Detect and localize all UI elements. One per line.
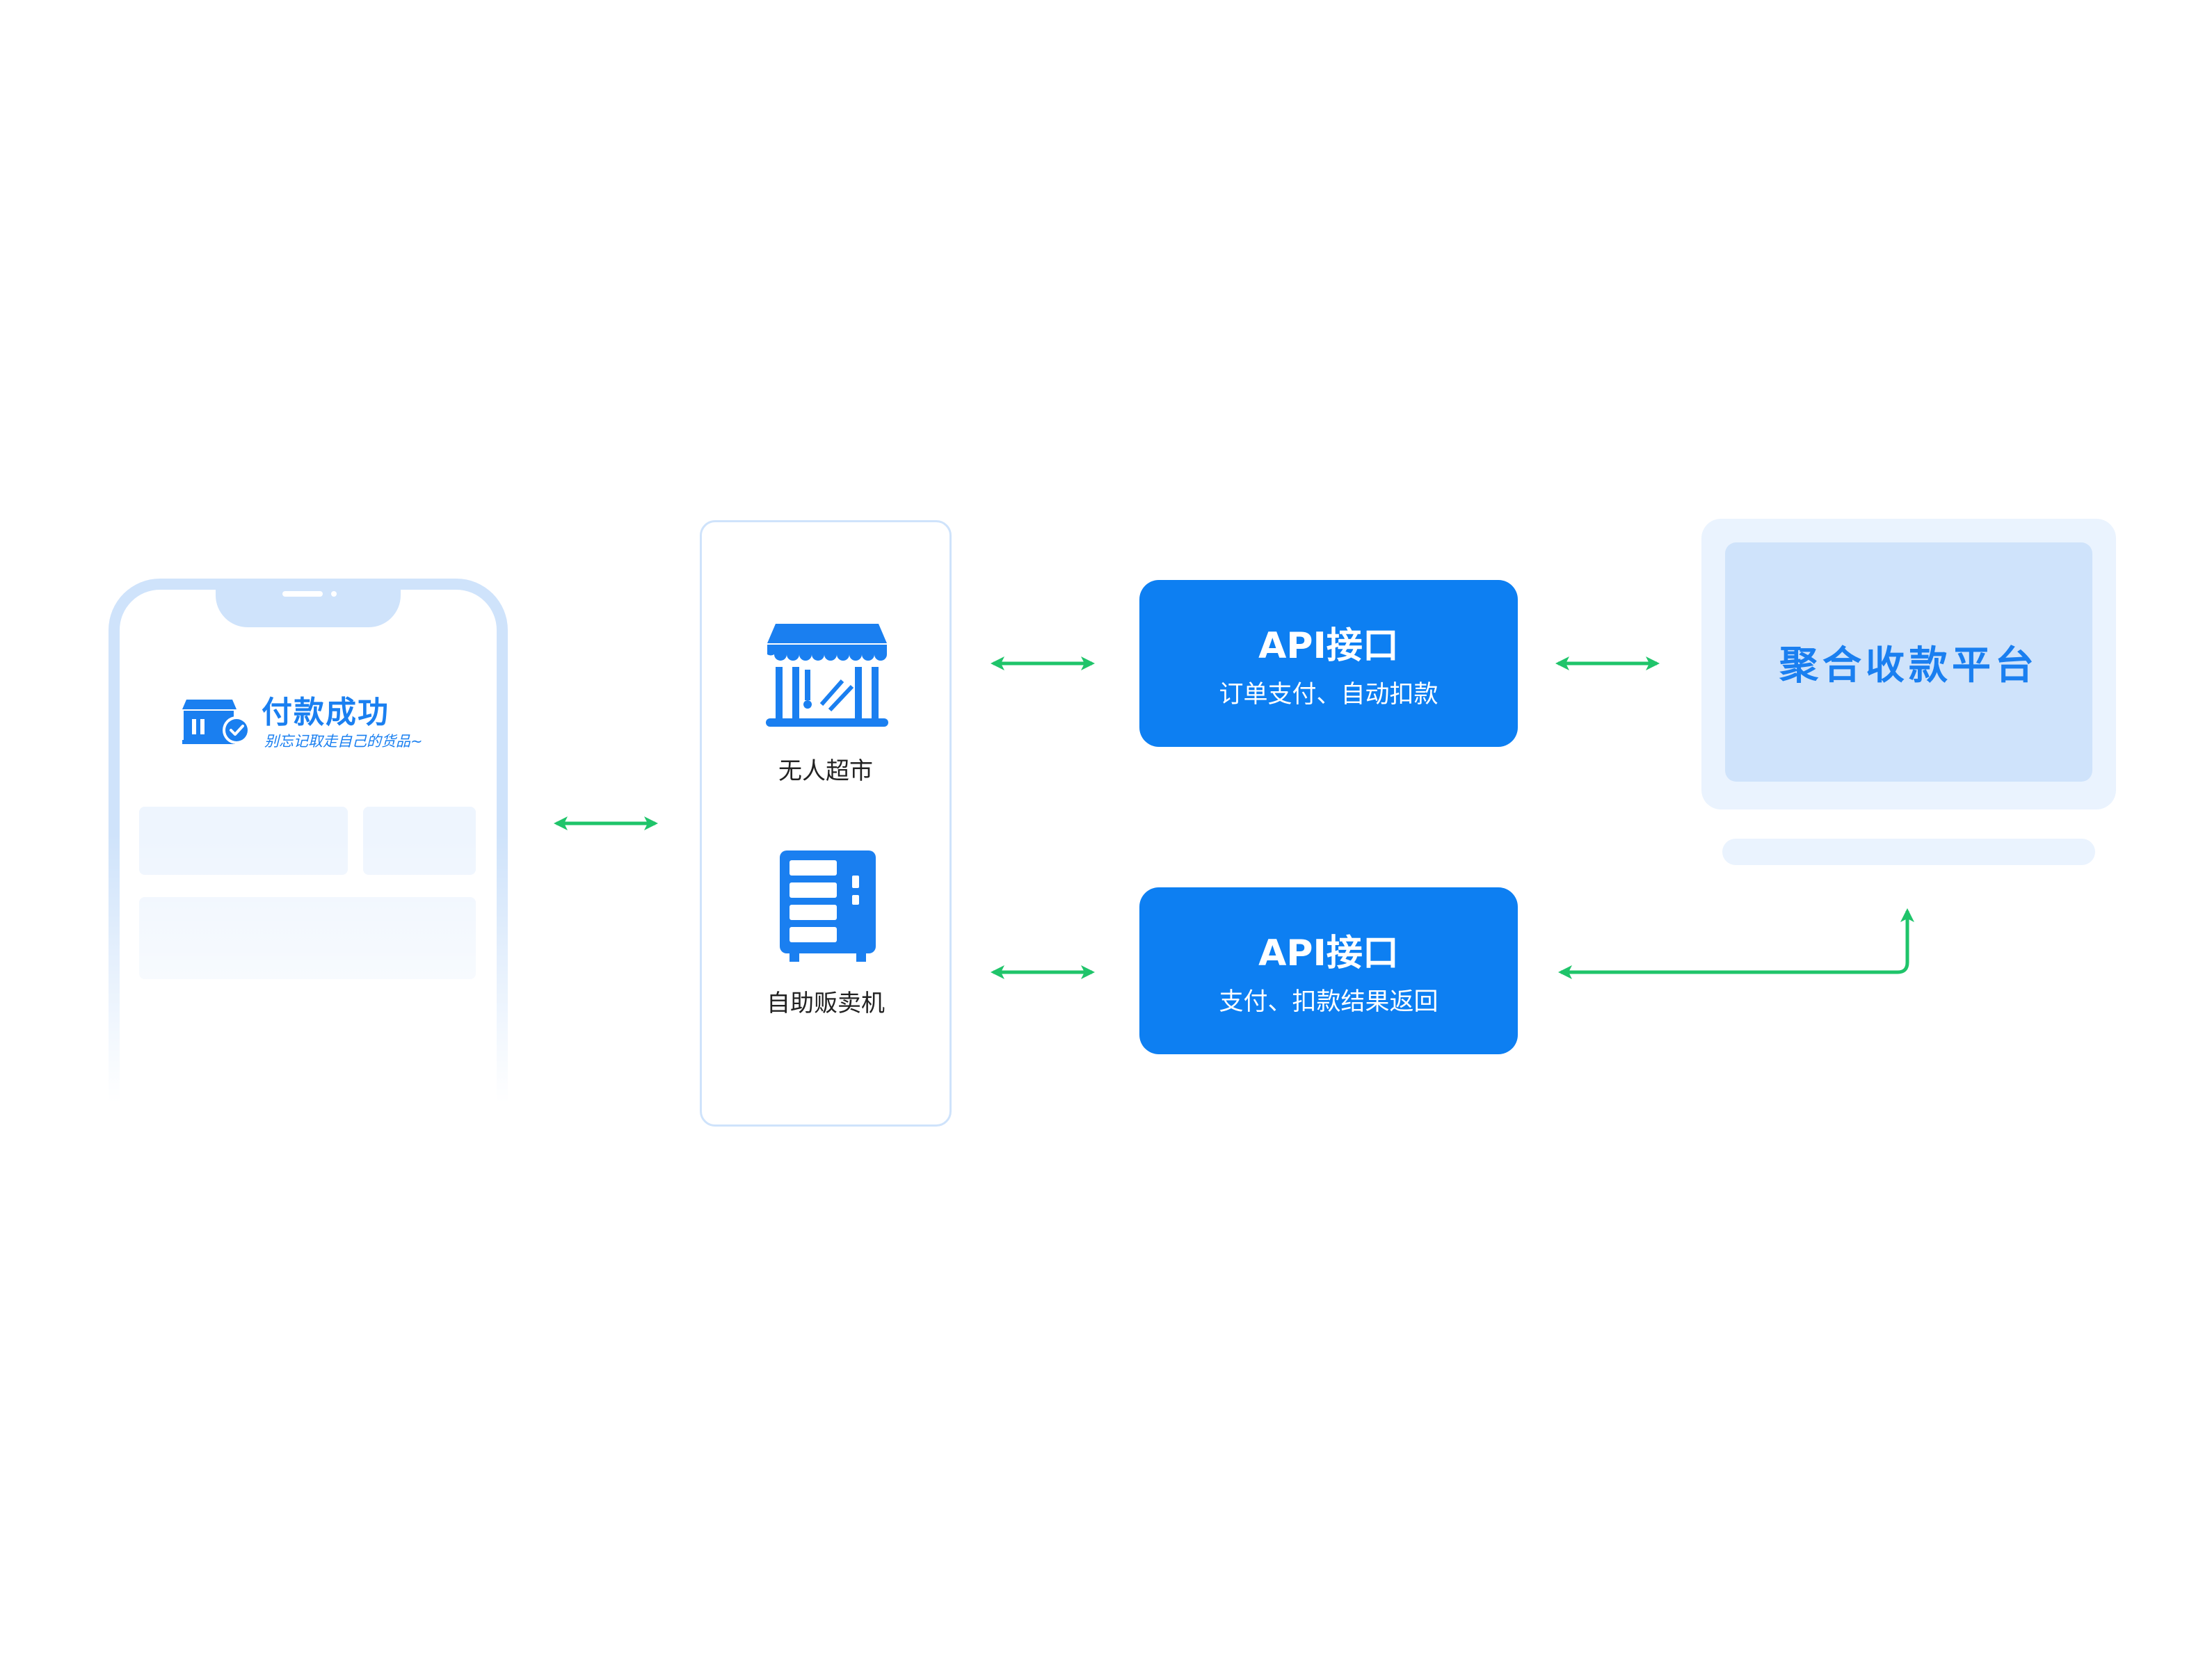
vending-machine-icon: [780, 850, 876, 962]
shop-check-icon: [182, 700, 250, 744]
placeholder-block: [139, 807, 348, 875]
api-box-order-payment: API接口 订单支付、自动扣款: [1139, 580, 1518, 747]
payment-success-title: 付款成功: [262, 695, 390, 730]
phone-camera: [331, 591, 337, 597]
store-icon: [766, 624, 888, 727]
api-title: API接口: [1258, 933, 1399, 974]
monitor-stand: [1722, 839, 2095, 865]
api-description: 订单支付、自动扣款: [1219, 681, 1438, 709]
terminal-card: 无人超市 自助贩卖机: [700, 520, 952, 1127]
aggregated-payment-platform-label: 聚合收款平台: [1779, 643, 2038, 688]
payment-platform-monitor: 聚合收款平台: [1701, 519, 2116, 809]
api-title: API接口: [1258, 625, 1399, 667]
payment-success-subtitle: 别忘记取走自己的货品~: [264, 733, 423, 750]
phone-notch: [216, 579, 401, 627]
phone-speaker: [282, 591, 323, 597]
placeholder-block: [363, 807, 476, 875]
phone-mockup: 付款成功 别忘记取走自己的货品~: [109, 579, 508, 1107]
platform-result-arrow: [1558, 908, 1914, 979]
api-description: 支付、扣款结果返回: [1219, 988, 1438, 1016]
api-box-result-return: API接口 支付、扣款结果返回: [1139, 887, 1518, 1054]
monitor-screen: 聚合收款平台: [1725, 542, 2092, 782]
unmanned-store-label: 无人超市: [778, 757, 873, 785]
vending-machine-label: 自助贩卖机: [767, 990, 885, 1017]
placeholder-block: [139, 897, 476, 979]
